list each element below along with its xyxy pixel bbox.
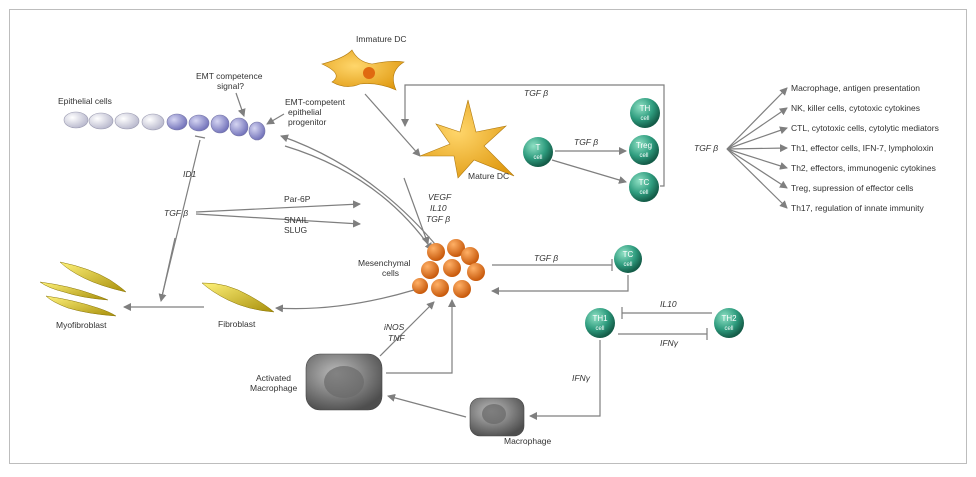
activated-macrophage-cell	[305, 353, 383, 411]
tnf-label: TNF	[388, 333, 405, 343]
th2-cell: TH2 cell	[714, 308, 744, 338]
t-cell-sub: cell	[533, 155, 542, 161]
epithelial-cell	[63, 111, 89, 129]
id1-label: ID1	[183, 169, 197, 179]
epithelial-cell	[229, 117, 249, 137]
effect-item: Th17, regulation of innate immunity	[791, 203, 925, 213]
epithelial-cell	[114, 112, 140, 130]
t-cell-label: T	[536, 143, 541, 152]
effect-item: Th2, effectors, immunogenic cytokines	[791, 163, 936, 173]
emt-signal-label-line2: signal?	[217, 81, 244, 91]
emt-progenitor-label-line3: progenitor	[288, 117, 326, 127]
mesenchymal-cells-group	[412, 239, 485, 298]
tc-cell: TC cell	[629, 172, 659, 202]
tgfb-feedback-arrow	[401, 84, 665, 187]
effect-item: Macrophage, antigen presentation	[791, 83, 920, 93]
immature-dc-cell	[321, 49, 405, 91]
th2-cell-sub: cell	[724, 326, 733, 332]
tgfb-left-label: TGF β	[164, 208, 188, 218]
mature-dc-cell	[419, 99, 515, 179]
figure-frame	[9, 9, 967, 464]
immature-dc-label: Immature DC	[356, 34, 407, 44]
epithelial-cell	[210, 114, 230, 134]
treg-cell-sub: cell	[639, 153, 648, 159]
emt-competent-cell	[248, 121, 266, 141]
ifn-to-macrophage-arrow	[529, 340, 601, 420]
tgfb-mid-label: TGF β	[426, 214, 450, 224]
effect-item: NK, killer cells, cytotoxic cytokines	[791, 103, 920, 113]
fibroblast-cell	[201, 282, 275, 313]
activated-macrophage-label-line1: Activated	[256, 373, 291, 383]
mature-dc-label: Mature DC	[468, 171, 509, 181]
emt-progenitor-label-line1: EMT-competent	[285, 97, 346, 107]
tc2-cell: TC cell	[614, 245, 642, 273]
slug-label: SLUG	[284, 225, 307, 235]
myofibroblast-label: Myofibroblast	[56, 320, 107, 330]
emt-signal-arrow	[235, 92, 246, 117]
myofibroblast-cells	[39, 261, 127, 317]
epithelial-cell	[141, 113, 165, 131]
th2-cell-label: TH2	[721, 314, 737, 323]
th-cell-sub: cell	[640, 116, 649, 122]
epithelial-cell	[188, 114, 210, 132]
tgfb-tc2-label: TGF β	[534, 253, 558, 263]
epithelial-cells-label: Epithelial cells	[58, 96, 112, 106]
par6p-label: Par-6P	[284, 194, 311, 204]
tgfb-effects-label: TGF β	[694, 143, 718, 153]
tc2-cell-label: TC	[623, 250, 634, 259]
treg-cell-label: Treg	[636, 141, 652, 150]
tgfb-to-par6p-arrow	[195, 200, 361, 213]
epithelial-to-mesenchymal-arrow	[284, 145, 433, 251]
th1-cell: TH1 cell	[585, 308, 615, 338]
t-to-tc-arrow	[551, 159, 627, 184]
macrophage-to-activated-arrow	[387, 393, 467, 418]
mesenchymal-label-line1: Mesenchymal	[358, 258, 411, 268]
activated-macrophage-to-mesenchymal-arrow-2	[379, 301, 435, 357]
effects-fan	[726, 87, 788, 209]
emt-signal-label-line1: EMT competence	[196, 71, 263, 81]
th-cell: TH cell	[630, 98, 660, 128]
treg-cell: Treg cell	[629, 135, 659, 165]
th1-cell-label: TH1	[592, 314, 608, 323]
immature-to-mature-dc-arrow	[364, 93, 421, 157]
fibroblast-label: Fibroblast	[218, 319, 256, 329]
tc2-cell-sub: cell	[623, 262, 632, 268]
tgfb-top-label: TGF β	[524, 88, 548, 98]
vegf-label: VEGF	[428, 192, 452, 202]
activated-macrophage-label-line2: Macrophage	[250, 383, 298, 393]
ifn-th-label: IFNγ	[660, 338, 679, 348]
macrophage-cell	[469, 397, 525, 437]
t-cell: T cell	[523, 137, 553, 167]
tgfb-to-snail-arrow	[195, 213, 361, 228]
mesenchymal-to-fibroblast-arrow	[275, 289, 415, 313]
epithelial-cell	[88, 112, 114, 130]
tgfb-to-myofibroblast-arrow	[158, 237, 176, 302]
macrophage-label: Macrophage	[504, 436, 552, 446]
effect-item: Treg, supression of effector cells	[791, 183, 913, 193]
il10-th-label: IL10	[660, 299, 677, 309]
effect-item: Th1, effector cells, IFN-7, lympholoxin	[791, 143, 934, 153]
mature-dc-to-mesenchymal-arrow	[403, 177, 430, 245]
emt-progenitor-label-line2: epithelial	[288, 107, 322, 117]
emt-progenitor-arrow	[266, 113, 285, 125]
tgfb-t-treg-label: TGF β	[574, 137, 598, 147]
mesenchymal-label-line2: cells	[382, 268, 399, 278]
effect-item: CTL, cytotoxic cells, cytolytic mediator…	[791, 123, 939, 133]
th1-cell-sub: cell	[595, 326, 604, 332]
inos-label: iNOS	[384, 322, 405, 332]
epithelial-cell	[166, 113, 188, 131]
il10-mid-label: IL10	[430, 203, 447, 213]
th-cell-label: TH	[640, 104, 651, 113]
tc-cell-sub: cell	[639, 190, 648, 196]
epithelial-cells-group	[63, 111, 266, 141]
tc2-to-mesenchymal-arrow	[491, 275, 629, 295]
ifn-mac-label: IFNγ	[572, 373, 591, 383]
activated-macrophage-to-mesenchymal-arrow	[386, 299, 456, 374]
tc-cell-label: TC	[639, 178, 650, 187]
snail-label: SNAIL	[284, 215, 309, 225]
